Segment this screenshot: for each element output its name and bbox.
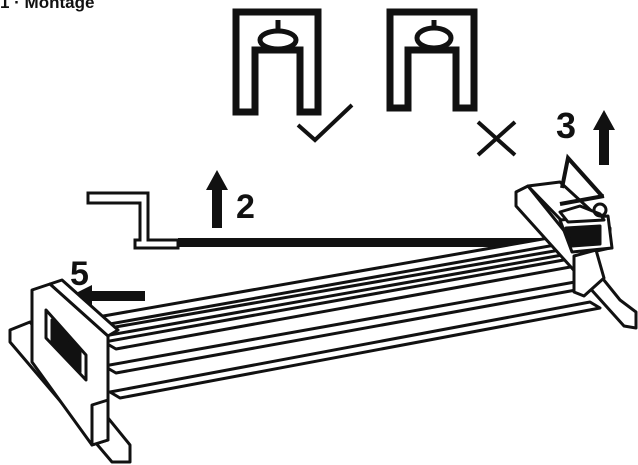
step-2-label: 2: [236, 188, 255, 226]
frame-left-end: [8, 278, 132, 464]
arrow-up-step2-icon: [206, 170, 228, 228]
arrow-left-step5-icon: [70, 285, 145, 307]
cross-icon: [476, 120, 517, 157]
step-5-label: 5: [70, 255, 89, 293]
step-3-label: 3: [556, 105, 576, 146]
rod: [178, 238, 570, 247]
bracket-part: [559, 153, 608, 218]
frame-rails: [90, 234, 602, 400]
arrow-up-step3-icon: [593, 110, 615, 165]
check-icon: [296, 103, 354, 143]
crank-handle: [86, 191, 180, 250]
bracket-correct-detail: [232, 8, 322, 116]
frame-right-end: [514, 180, 638, 330]
page-title: 1 · Montage: [0, 0, 95, 12]
bracket-incorrect-detail: [386, 8, 478, 112]
